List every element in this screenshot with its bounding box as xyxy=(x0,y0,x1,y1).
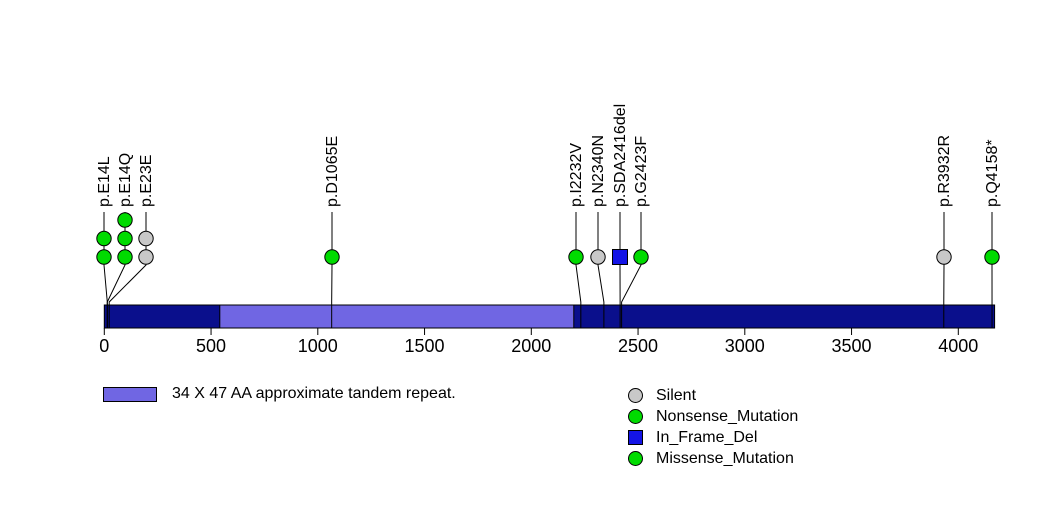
legend-item-in-frame-del: In_Frame_Del xyxy=(628,427,798,448)
axis-tick-label: 0 xyxy=(99,336,109,356)
mutation-label: p.G2423F xyxy=(633,136,650,207)
mutation-label: p.R3932R xyxy=(936,135,953,207)
legend-item-label: Silent xyxy=(656,386,697,404)
axis-tick-label: 1500 xyxy=(405,336,445,356)
mutation-marker xyxy=(138,230,154,247)
mutation-type-legend: Silent Nonsense_Mutation In_Frame_Del Mi… xyxy=(628,385,798,469)
legend-item-label: Nonsense_Mutation xyxy=(656,407,799,425)
domain-legend-label: 34 X 47 AA approximate tandem repeat. xyxy=(172,385,456,402)
mutation-label: p.E14Q xyxy=(117,153,134,207)
legend-item-label: In_Frame_Del xyxy=(656,428,758,446)
mutation-marker xyxy=(117,249,133,265)
in-frame-del-marker-icon xyxy=(628,430,643,445)
axis-tick-label: 3000 xyxy=(725,336,765,356)
legend-item-label: Missense_Mutation xyxy=(656,449,794,467)
axis-tick-label: 2500 xyxy=(618,336,658,356)
mutation-label: p.E23E xyxy=(138,155,155,207)
mutation-marker xyxy=(117,230,133,247)
mutation-marker xyxy=(612,249,628,265)
silent-marker-icon xyxy=(628,388,643,403)
mutation-label: p.N2340N xyxy=(590,135,607,207)
axis-tick-label: 3500 xyxy=(832,336,872,356)
legend-item-silent: Silent xyxy=(628,385,798,406)
axis-tick-label: 500 xyxy=(196,336,226,356)
axis-tick-label: 4000 xyxy=(938,336,978,356)
mutation-marker xyxy=(590,249,606,265)
nonsense-marker-icon xyxy=(628,409,643,424)
domain-legend: 34 X 47 AA approximate tandem repeat. xyxy=(103,384,456,404)
mutation-label: p.Q4158* xyxy=(984,139,1001,207)
mutation-stem xyxy=(575,212,582,328)
domain-tandem-repeat xyxy=(219,304,575,329)
mutation-label: p.SDA2416del xyxy=(612,104,629,207)
mutation-label: p.I2232V xyxy=(568,143,585,207)
mutation-marker xyxy=(633,249,649,265)
domain-legend-swatch xyxy=(103,386,157,402)
mutation-marker xyxy=(96,230,112,247)
legend-item-missense-mutation: Missense_Mutation xyxy=(628,448,798,469)
mutation-marker xyxy=(568,249,584,265)
mutation-marker xyxy=(984,249,1000,265)
mutation-label: p.D1065E xyxy=(324,136,341,207)
mutation-marker xyxy=(138,249,154,265)
mutation-marker xyxy=(936,249,952,265)
missense-marker-icon xyxy=(628,451,643,466)
legend-item-nonsense-mutation: Nonsense_Mutation xyxy=(628,406,798,427)
mutation-stem xyxy=(621,212,642,328)
axis-tick-label: 2000 xyxy=(511,336,551,356)
mutation-marker xyxy=(96,249,112,265)
mutation-marker xyxy=(324,249,340,265)
mutation-marker xyxy=(117,212,133,228)
mutation-stem xyxy=(597,212,605,328)
axis-tick-label: 1000 xyxy=(298,336,338,356)
mutation-label: p.E14L xyxy=(96,156,113,207)
